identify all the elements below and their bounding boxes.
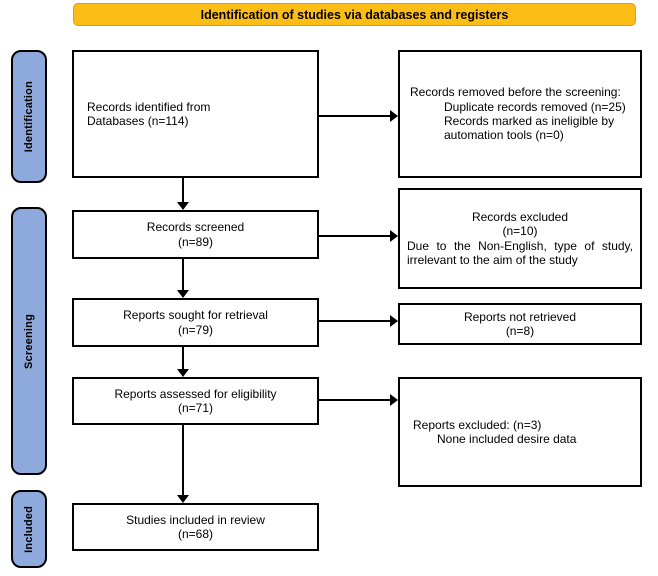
records-removed-item-duplicates: Duplicate records removed (n=25): [444, 99, 626, 114]
box-reports-assessed-text: Reports assessed for eligibility (n=71): [114, 386, 277, 415]
box-records-excluded: Records excluded (n=10) Due to the Non-E…: [398, 188, 642, 289]
box-records-identified: Records identified from Databases (n=114…: [72, 50, 319, 178]
arrow-head: [177, 495, 189, 503]
box-reports-sought: Reports sought for retrieval (n=79): [72, 298, 319, 347]
arrow-head: [390, 315, 398, 327]
records-removed-item-automation: Records marked as ineligible by automati…: [444, 114, 615, 143]
records-removed-intro: Records removed before the screening:: [410, 85, 621, 100]
arrow-head: [177, 202, 189, 210]
arrow-head: [177, 369, 189, 377]
arrow-shaft: [182, 425, 184, 496]
arrow-down-icon: [177, 425, 189, 503]
arrow-down-icon: [177, 347, 189, 377]
arrow-shaft: [182, 178, 184, 203]
arrow-down-icon: [177, 178, 189, 210]
box-studies-included-text: Studies included in review (n=68): [126, 512, 265, 541]
records-excluded-reason: Due to the Non-English, type of study, i…: [407, 238, 633, 267]
arrow-shaft: [319, 399, 391, 401]
box-records-screened: Records screened (n=89): [72, 210, 319, 259]
arrow-head: [177, 290, 189, 298]
stage-label-screening: Screening: [23, 313, 35, 369]
arrow-head: [390, 394, 398, 406]
reports-excluded-reason: None included desire data: [437, 432, 577, 446]
box-reports-sought-text: Reports sought for retrieval (n=79): [123, 308, 268, 337]
box-reports-not-retrieved: Reports not retrieved (n=8): [398, 303, 642, 345]
arrow-right-icon: [319, 230, 398, 242]
banner-label: Identification of studies via databases …: [200, 7, 509, 22]
arrow-right-icon: [319, 315, 398, 327]
box-reports-assessed: Reports assessed for eligibility (n=71): [72, 377, 319, 425]
box-records-identified-text: Records identified from Databases (n=114…: [87, 99, 211, 128]
arrow-shaft: [182, 347, 184, 370]
box-records-removed: Records removed before the screening: Du…: [398, 50, 642, 178]
stage-bar-screening: Screening: [11, 207, 47, 475]
reports-not-retrieved-text: Reports not retrieved (n=8): [463, 309, 577, 338]
arrow-shaft: [182, 259, 184, 291]
stage-label-identification: Identification: [23, 80, 35, 153]
banner: Identification of studies via databases …: [73, 3, 636, 26]
arrow-shaft: [319, 115, 391, 117]
reports-excluded-title: Reports excluded: (n=3): [413, 417, 542, 432]
arrow-right-icon: [319, 110, 398, 122]
box-records-screened-text: Records screened (n=89): [146, 220, 245, 249]
arrow-shaft: [319, 320, 391, 322]
box-reports-excluded: Reports excluded: (n=3) None included de…: [398, 377, 642, 487]
arrow-head: [390, 110, 398, 122]
arrow-head: [390, 230, 398, 242]
arrow-right-icon: [319, 394, 398, 406]
box-studies-included: Studies included in review (n=68): [72, 503, 319, 551]
stage-bar-identification: Identification: [11, 50, 47, 183]
stage-label-included: Included: [23, 505, 35, 553]
records-excluded-title: Records excluded (n=10): [471, 209, 569, 239]
arrow-down-icon: [177, 259, 189, 298]
arrow-shaft: [319, 235, 391, 237]
stage-bar-included: Included: [11, 490, 47, 568]
